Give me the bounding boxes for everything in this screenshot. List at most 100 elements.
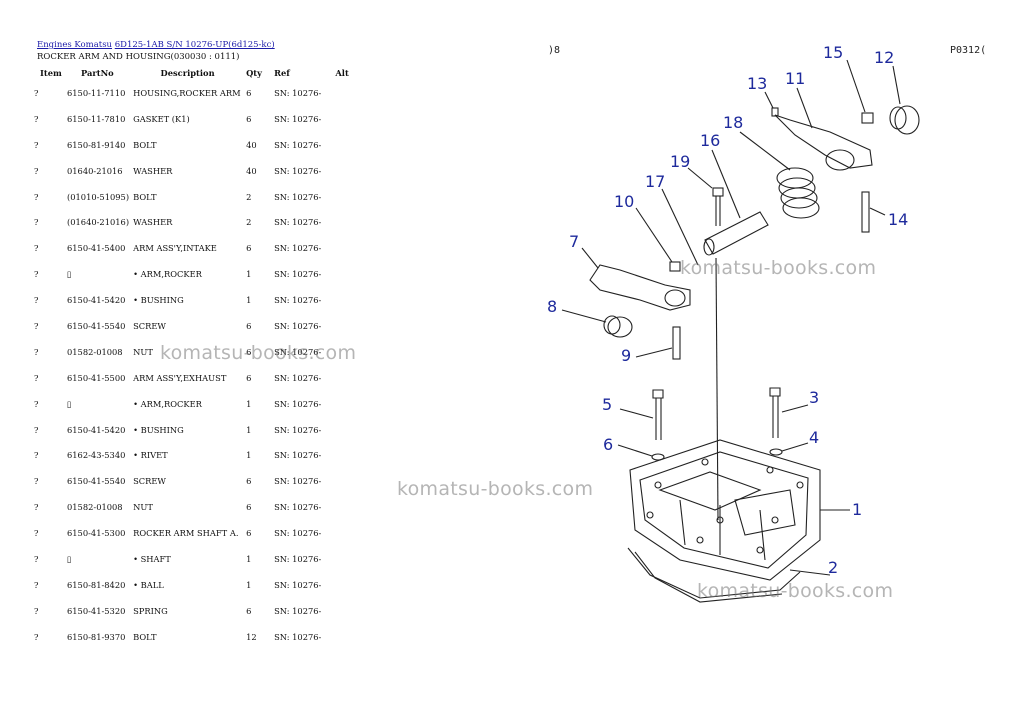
row-description: NUT [133, 502, 153, 513]
row-description: ARM ASS'Y,EXHAUST [133, 372, 227, 383]
row-partno: 6150-11-7810 [67, 113, 126, 124]
row-item: ? [34, 320, 39, 331]
row-description: WASHER [133, 217, 173, 228]
row-description: BOLT [133, 139, 157, 150]
row-description: HOUSING,ROCKER ARM [133, 87, 241, 98]
row-item: ? [34, 579, 39, 590]
header-alt: Alt [335, 68, 349, 78]
callout-13: 13 [747, 74, 767, 93]
row-qty: 6 [246, 113, 252, 124]
row-qty: 6 [246, 243, 252, 254]
row-partno: 01640-21016 [67, 165, 123, 176]
row-ref: SN: 10276- [274, 631, 322, 642]
diagram-corner-left: )8 [548, 45, 561, 56]
row-ref: SN: 10276- [274, 579, 322, 590]
row-qty: 6 [246, 372, 252, 383]
row-ref: SN: 10276- [274, 320, 322, 331]
breadcrumb-link-model[interactable]: 6D125-1AB S/N 10276-UP(6d125-kc) [114, 40, 275, 50]
callout-5: 5 [602, 395, 612, 414]
callout-3: 3 [809, 388, 819, 407]
row-qty: 2 [246, 191, 252, 202]
row-item: ? [34, 372, 39, 383]
row-item: ? [34, 502, 39, 513]
row-description: • BUSHING [133, 424, 184, 435]
callout-14: 14 [888, 210, 908, 229]
row-partno: ▯ [67, 553, 72, 564]
row-ref: SN: 10276- [274, 528, 322, 539]
row-qty: 6 [246, 320, 252, 331]
row-ref: SN: 10276- [274, 398, 322, 409]
header-ref: Ref [274, 68, 290, 78]
gasket-outline [627, 547, 801, 599]
row-alt [323, 132, 353, 158]
row-item: ? [34, 476, 39, 487]
row-partno: 6150-41-5540 [67, 320, 126, 331]
row-partno: 6150-11-7110 [67, 87, 126, 98]
header-item: Item [40, 68, 62, 78]
row-qty: 1 [246, 579, 252, 590]
row-alt [323, 442, 353, 468]
row-ref: SN: 10276- [274, 295, 322, 306]
row-item: ? [34, 191, 39, 202]
row-description: ROCKER ARM SHAFT A. [133, 528, 239, 539]
row-qty: 40 [246, 139, 257, 150]
row-description: WASHER [133, 165, 173, 176]
row-qty: 1 [246, 269, 252, 280]
row-qty: 6 [246, 528, 252, 539]
row-partno: 6150-41-5540 [67, 476, 126, 487]
header-qty: Qty [246, 68, 262, 78]
table-header-row: Item PartNo Description Qty Ref Alt [32, 66, 353, 80]
callout-6: 6 [603, 435, 613, 454]
row-partno: 6150-41-5320 [67, 605, 126, 616]
row-partno: (01010-51095) [67, 191, 130, 202]
row-item: ? [34, 243, 39, 254]
housing-outline [629, 439, 821, 581]
page-subtitle: ROCKER ARM AND HOUSING(030030 : 0111) [37, 52, 240, 62]
callout-2: 2 [828, 558, 838, 577]
callout-19: 19 [670, 152, 690, 171]
callout-labels: 1 2 3 4 5 6 7 8 9 10 11 12 13 14 15 16 1… [547, 43, 908, 577]
row-qty: 1 [246, 553, 252, 564]
row-alt [323, 624, 353, 650]
header-partno: PartNo [81, 68, 114, 78]
row-ref: SN: 10276- [274, 191, 322, 202]
diagram-drawing [561, 59, 920, 603]
row-alt [323, 494, 353, 520]
row-description: BOLT [133, 631, 157, 642]
row-ref: SN: 10276- [274, 424, 322, 435]
callout-9: 9 [621, 346, 631, 365]
row-qty: 1 [246, 450, 252, 461]
row-alt [323, 572, 353, 598]
row-item: ? [34, 269, 39, 280]
row-ref: SN: 10276- [274, 139, 322, 150]
row-description: SCREW [133, 476, 166, 487]
row-description: GASKET (K1) [133, 113, 190, 124]
row-item: ? [34, 165, 39, 176]
row-item: ? [34, 139, 39, 150]
header-description: Description [160, 68, 215, 78]
breadcrumb-link-engines[interactable]: Engines Komatsu [37, 40, 113, 50]
row-ref: SN: 10276- [274, 450, 322, 461]
callout-12: 12 [874, 48, 894, 67]
row-alt [323, 261, 353, 287]
callout-15: 15 [823, 43, 843, 62]
row-description: • ARM,ROCKER [133, 398, 202, 409]
callout-17: 17 [645, 172, 665, 191]
row-alt [323, 106, 353, 132]
row-ref: SN: 10276- [274, 217, 322, 228]
row-item: ? [34, 113, 39, 124]
row-alt [323, 365, 353, 391]
row-partno: 6150-41-5300 [67, 528, 126, 539]
